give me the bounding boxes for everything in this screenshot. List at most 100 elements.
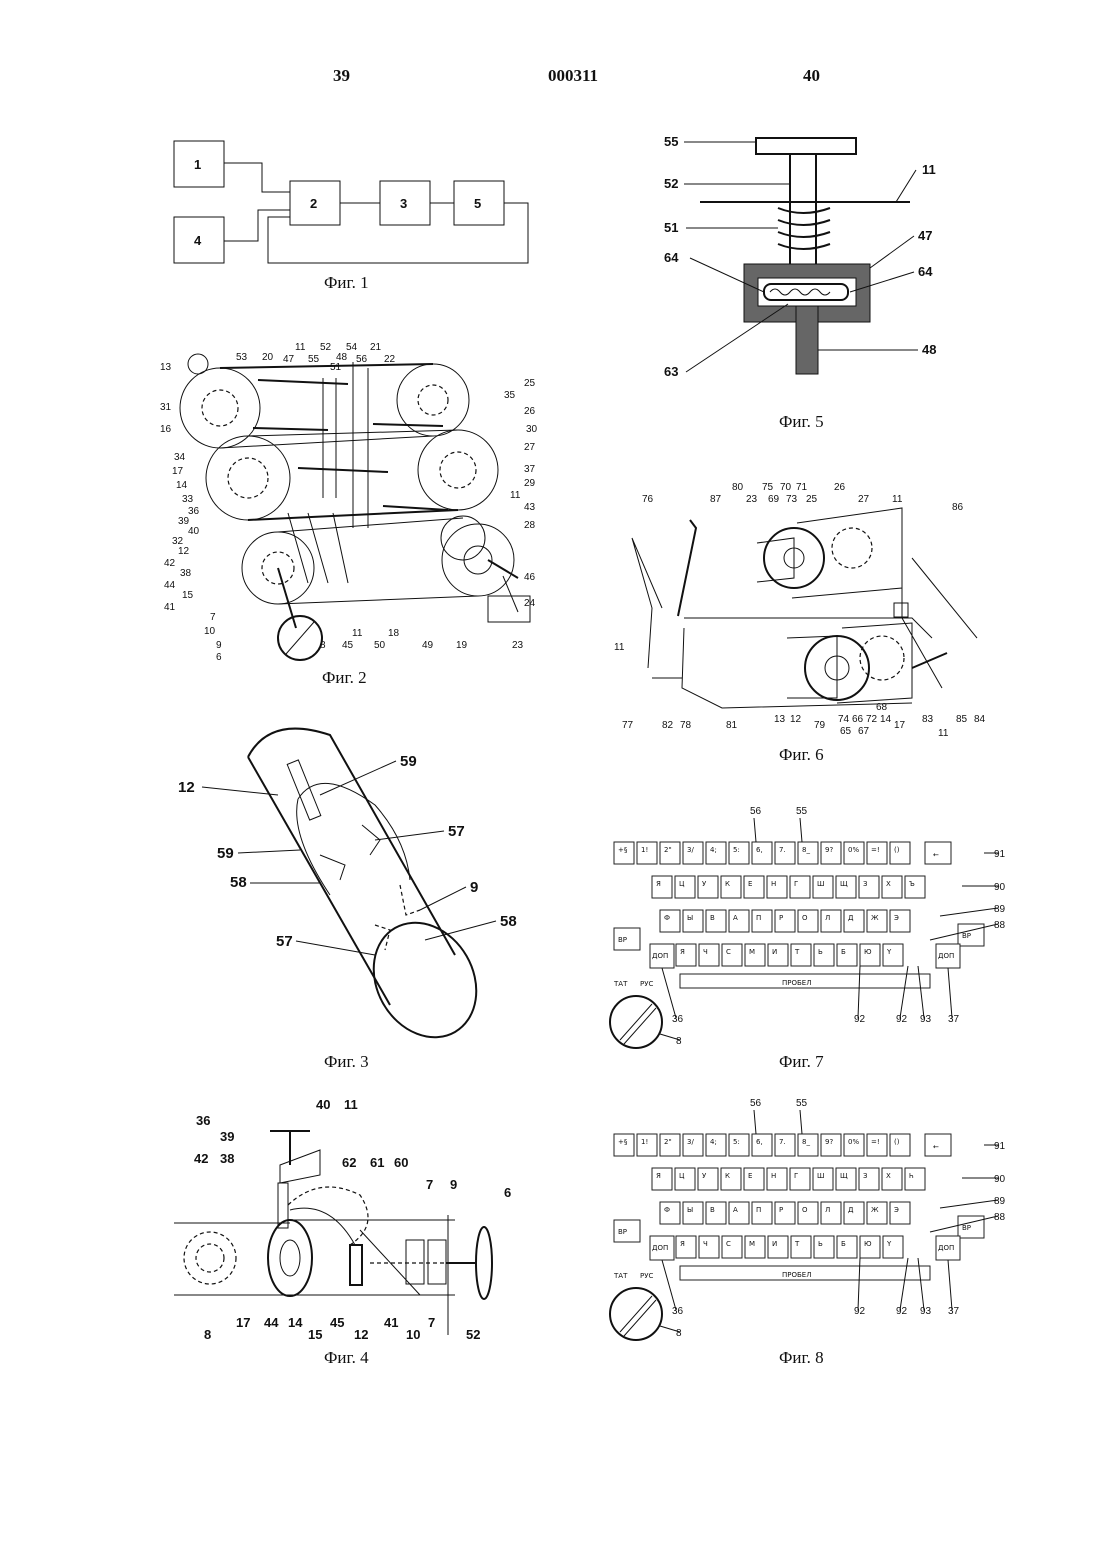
fig8-caption: Фиг. 8 xyxy=(779,1348,824,1368)
key-legend: Я xyxy=(680,1240,685,1248)
keyboard-key xyxy=(905,876,925,898)
key-legend: 9? xyxy=(825,846,833,854)
key-legend: Ф xyxy=(664,1206,670,1214)
fig4-ref-label: 40 xyxy=(316,1097,330,1112)
fig6-ref-label: 11 xyxy=(938,728,949,739)
keyboard-key xyxy=(767,876,787,898)
fig4-ref-label: 39 xyxy=(220,1129,234,1144)
fig4-ref-label: 41 xyxy=(384,1315,398,1330)
key-legend: Л xyxy=(825,1206,830,1214)
fig7-keyboard-drawing: +§1!2"3/4;5:6,7.8_9?0%=!()ЯЦУКЕНГШЩЗХЪФЫ… xyxy=(610,800,1030,1050)
fig2-ref-label: 19 xyxy=(456,640,468,651)
fig5-ref-label: 64 xyxy=(664,250,679,265)
fig3-ref-label: 59 xyxy=(400,753,417,770)
keyboard-key xyxy=(698,1168,718,1190)
fig2-ref-label: 50 xyxy=(374,640,386,651)
keyboard-key xyxy=(859,876,879,898)
keyboard-key xyxy=(744,1168,764,1190)
keyboard-key xyxy=(882,1168,902,1190)
keyboard-key xyxy=(706,910,726,932)
key-legend: Н xyxy=(771,1172,776,1180)
fig2-ref-label: 6 xyxy=(216,652,222,663)
keyboard-ref-label: 55 xyxy=(796,1098,808,1109)
fig5-ref-label: 47 xyxy=(918,228,932,243)
key-legend: А xyxy=(733,1206,738,1214)
fig4-ref-label: 12 xyxy=(354,1327,368,1342)
fig2-ref-label: 40 xyxy=(188,526,200,537)
fig4-ref-label: 44 xyxy=(264,1315,279,1330)
keyboard-key xyxy=(844,910,864,932)
keyboard-ref-label: 88 xyxy=(994,1212,1006,1223)
keyboard-key xyxy=(890,910,910,932)
fig2-ref-label: 47 xyxy=(283,354,295,365)
fig4-ref-label: 11 xyxy=(344,1097,358,1112)
key-legend: И xyxy=(772,1240,777,1248)
fig3-ref-label: 57 xyxy=(448,823,465,840)
fig4-ref-label: 14 xyxy=(288,1315,303,1330)
key-legend: Я xyxy=(656,1172,661,1180)
fig3-ref-label: 9 xyxy=(470,879,478,896)
key-legend: Ь xyxy=(818,948,823,956)
keyboard-key xyxy=(706,1202,726,1224)
keyboard-key xyxy=(790,876,810,898)
fig6-ref-label: 76 xyxy=(642,494,654,505)
fig2-ref-label: 11 xyxy=(295,342,306,353)
key-legend: 1! xyxy=(641,846,648,854)
fig6-ref-label: 82 xyxy=(662,720,674,731)
keyboard-key xyxy=(790,1168,810,1190)
keyboard-ref-label: 93 xyxy=(920,1306,932,1317)
fig6-caption: Фиг. 6 xyxy=(779,745,824,765)
keyboard-ref-label: 89 xyxy=(994,1196,1006,1207)
keyboard-ref-label: 93 xyxy=(920,1014,932,1025)
keyboard-ref-label: 37 xyxy=(948,1306,960,1317)
fig5-ref-label: 48 xyxy=(922,342,936,357)
keyboard-key xyxy=(791,1236,811,1258)
fig5-ref-label: 55 xyxy=(664,134,678,149)
key-legend: Ъ xyxy=(909,880,915,888)
fig6-ref-label: 74 xyxy=(838,714,850,725)
fig4-ref-label: 7 xyxy=(428,1315,435,1330)
fig6-ref-label: 75 xyxy=(762,482,774,493)
fig2-ref-label: 11 xyxy=(352,628,363,639)
fig1-block-label: 5 xyxy=(474,196,481,211)
fig2-ref-label: 17 xyxy=(172,466,184,477)
keyboard-ref-label: 56 xyxy=(750,1098,762,1109)
backspace-legend: ← xyxy=(933,851,939,859)
fig4-ref-label: 15 xyxy=(308,1327,322,1342)
vr-legend: ВР xyxy=(618,936,627,944)
fig2-ref-label: 8 xyxy=(320,640,326,651)
key-legend: У xyxy=(702,1172,707,1180)
fig5-ref-label: 63 xyxy=(664,364,678,379)
fig6-ref-label: 87 xyxy=(710,494,722,505)
keyboard-key xyxy=(721,1168,741,1190)
keyboard-key xyxy=(905,1168,925,1190)
fig1-block-label: 3 xyxy=(400,196,407,211)
keyboard-key xyxy=(821,910,841,932)
fig3-ref-label: 59 xyxy=(217,845,234,862)
fig3-ref-label: 12 xyxy=(178,779,195,796)
keyboard-key xyxy=(699,1236,719,1258)
key-legend: Ы xyxy=(687,1206,693,1214)
keyboard-key xyxy=(844,1202,864,1224)
key-legend: Щ xyxy=(840,880,848,888)
fig2-ref-label: 18 xyxy=(388,628,400,639)
key-legend: 8_ xyxy=(802,846,810,854)
key-legend: Г xyxy=(794,880,798,888)
key-legend: Д xyxy=(848,1206,854,1214)
backspace-legend: ← xyxy=(933,1143,939,1151)
keyboard-ref-label: 91 xyxy=(994,1141,1006,1152)
fig4-shaft-drawing: 36 40 11 39 42 38 62 61 60 7 9 6 8 17 44… xyxy=(170,1095,550,1350)
key-legend: М xyxy=(749,948,755,956)
keyboard-ref-label: 91 xyxy=(994,849,1006,860)
keyboard-ref-label: 56 xyxy=(750,806,762,817)
dop-legend: ДОП xyxy=(652,952,668,960)
fig3-ref-label: 58 xyxy=(230,874,247,891)
key-legend: 5: xyxy=(733,1138,740,1146)
key-legend: С xyxy=(726,1240,731,1248)
fig5-ref-label: 51 xyxy=(664,220,678,235)
fig2-mechanism-drawing: 13 53 20 47 11 55 52 51 48 54 56 21 22 2… xyxy=(158,338,558,668)
key-legend: Б xyxy=(841,948,846,956)
fig3-cylinder-drawing: 12 59 59 57 58 9 58 57 xyxy=(170,705,540,1045)
fig2-ref-label: 36 xyxy=(188,506,200,517)
fig4-ref-label: 9 xyxy=(450,1177,457,1192)
